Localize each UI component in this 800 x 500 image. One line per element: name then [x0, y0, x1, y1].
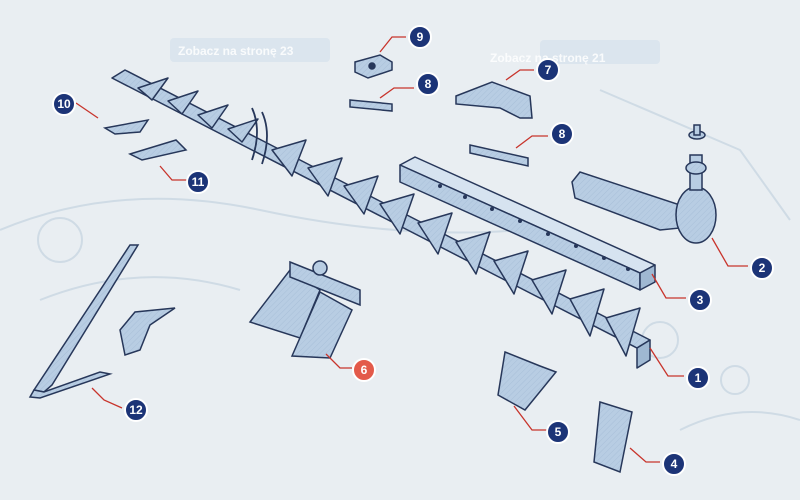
- background-machinery: [0, 38, 800, 431]
- callout-12: 12: [124, 398, 148, 422]
- part-section-5: [497, 350, 558, 411]
- leader-lines: [75, 36, 748, 463]
- svg-text:2: 2: [759, 261, 766, 275]
- part-rod: [28, 244, 176, 399]
- part-guard: [248, 260, 361, 359]
- callout-8-top: 8: [416, 72, 440, 96]
- part-drive-arm: [571, 124, 717, 244]
- callout-10: 10: [52, 92, 76, 116]
- background-ref-right: Zobacz na stronę 21: [490, 51, 606, 65]
- svg-text:12: 12: [129, 403, 143, 417]
- part-plate-10: [102, 118, 150, 135]
- svg-text:10: 10: [57, 97, 71, 111]
- part-plate-11: [127, 139, 188, 161]
- svg-text:8: 8: [559, 127, 566, 141]
- callout-2: 2: [750, 256, 774, 280]
- part-plate-9: [354, 54, 393, 79]
- part-plate-7: [455, 81, 533, 119]
- svg-text:5: 5: [555, 425, 562, 439]
- callout-1: 1: [686, 366, 710, 390]
- svg-text:9: 9: [417, 30, 424, 44]
- background-ref-left: Zobacz na stronę 23: [178, 44, 294, 58]
- part-bar: [399, 156, 656, 291]
- callout-5: 5: [546, 420, 570, 444]
- callout-11: 11: [186, 170, 210, 194]
- part-section-4: [593, 401, 633, 474]
- break-mark: [251, 107, 268, 165]
- svg-text:4: 4: [671, 457, 678, 471]
- callout-7: 7: [536, 58, 560, 82]
- part-blade-bar: [111, 69, 651, 369]
- part-plate-8-top: [349, 99, 393, 112]
- svg-text:1: 1: [695, 371, 702, 385]
- callout-3: 3: [688, 288, 712, 312]
- svg-text:3: 3: [697, 293, 704, 307]
- svg-text:7: 7: [545, 63, 552, 77]
- svg-text:11: 11: [192, 175, 205, 189]
- callout-4: 4: [662, 452, 686, 476]
- callout-9: 9: [408, 25, 432, 49]
- svg-text:8: 8: [425, 77, 432, 91]
- part-plate-8-right: [469, 144, 529, 167]
- callout-8-right: 8: [550, 122, 574, 146]
- callout-6: 6: [352, 358, 376, 382]
- svg-text:6: 6: [361, 363, 368, 377]
